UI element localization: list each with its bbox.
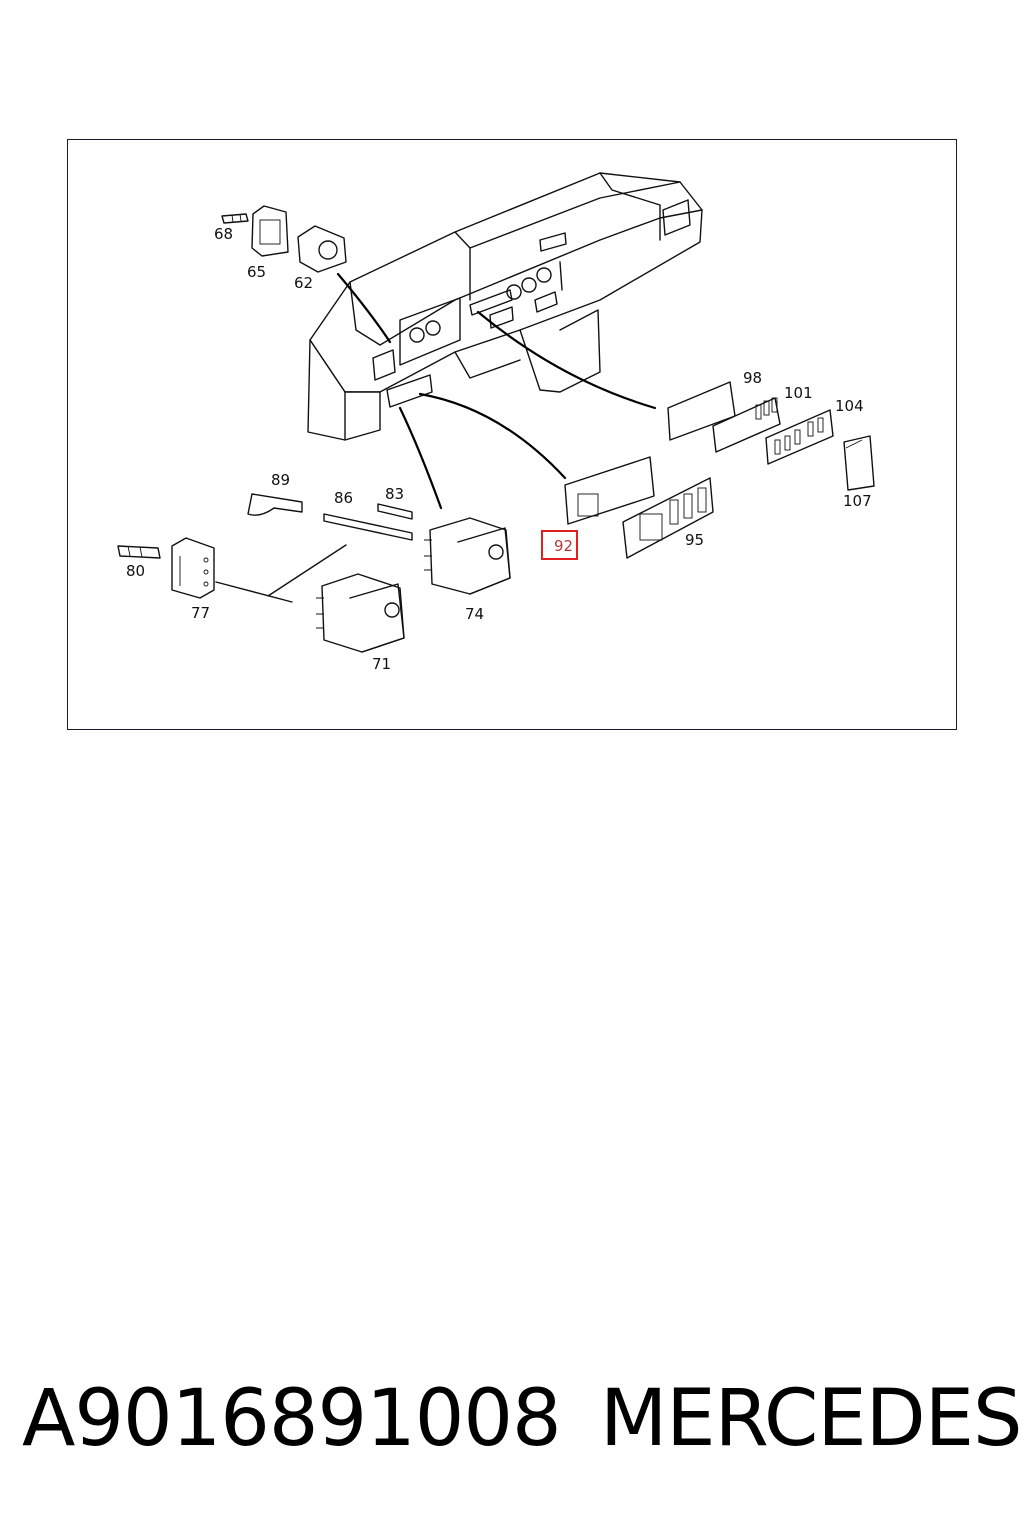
callout-95[interactable]: 95: [685, 531, 705, 549]
callout-80[interactable]: 80: [126, 562, 146, 580]
callout-71[interactable]: 71: [372, 655, 392, 673]
part-83-illustration: [377, 503, 413, 520]
part-107-illustration: [843, 435, 875, 491]
part-95-illustration: [622, 477, 714, 559]
callout-107[interactable]: 107: [843, 492, 872, 510]
callout-101[interactable]: 101: [784, 384, 813, 402]
part-86-illustration: [323, 513, 413, 541]
part-65-illustration: [251, 205, 289, 257]
parts-diagram: [117, 172, 875, 653]
part-74-illustration: [424, 517, 511, 595]
part-89-illustration: [247, 493, 303, 516]
callout-62[interactable]: 62: [294, 274, 314, 292]
leader-74: [398, 406, 443, 510]
leader-92: [418, 392, 567, 480]
part-71-illustration: [316, 573, 405, 653]
leader-62: [336, 272, 392, 344]
diagram-frame: [67, 139, 957, 730]
dashboard-illustration: [307, 172, 703, 441]
footer: A9016891008 MERCEDES: [22, 1374, 1022, 1464]
callout-77[interactable]: 77: [191, 604, 211, 622]
bracket-71-74: [267, 544, 347, 597]
part-number: A9016891008: [22, 1374, 562, 1464]
part-101-illustration: [712, 397, 781, 453]
part-68-illustration: [221, 213, 249, 224]
part-104-illustration: [765, 409, 834, 465]
brand-name: MERCEDES: [600, 1374, 1022, 1464]
callout-74[interactable]: 74: [465, 605, 485, 623]
part-80-illustration: [117, 545, 161, 559]
callout-104[interactable]: 104: [835, 397, 864, 415]
callout-68[interactable]: 68: [214, 225, 234, 243]
callout-89[interactable]: 89: [271, 471, 291, 489]
callout-92-highlighted[interactable]: 92: [541, 530, 579, 560]
callout-98[interactable]: 98: [743, 369, 763, 387]
part-77-illustration: [171, 537, 215, 599]
callout-86[interactable]: 86: [334, 489, 354, 507]
callout-65[interactable]: 65: [247, 263, 267, 281]
leader-98: [476, 310, 657, 410]
leader-77: [215, 581, 293, 603]
callout-83[interactable]: 83: [385, 485, 405, 503]
part-62-illustration: [297, 225, 347, 273]
part-92-illustration: [564, 456, 655, 525]
